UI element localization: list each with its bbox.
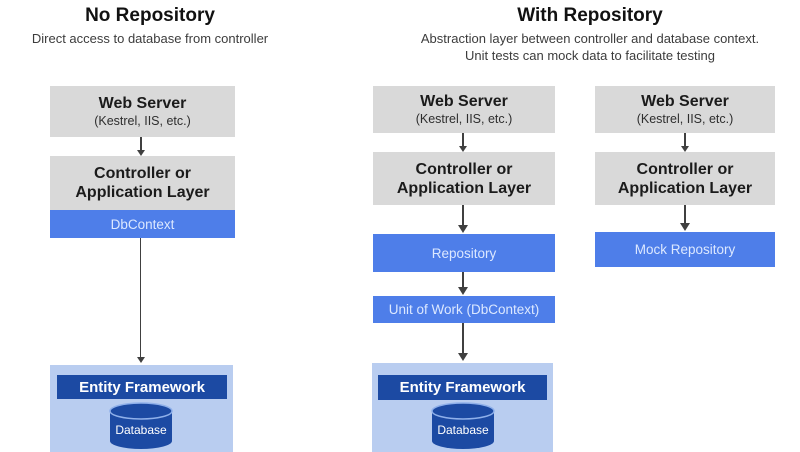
with-repository-title: With Repository (517, 5, 663, 26)
repository-box: Repository (373, 234, 555, 272)
web-server-label: Web Server (420, 93, 508, 110)
mock-repository-label: Mock Repository (634, 242, 736, 257)
down-arrow (462, 133, 464, 146)
controller-label-line2: Application Layer (396, 179, 532, 197)
controller-box: Controller or Application Layer (50, 156, 235, 210)
database-cylinder-icon (431, 402, 495, 449)
controller-box: Controller or Application Layer (373, 152, 555, 205)
unit-of-work-label: Unit of Work (DbContext) (388, 302, 540, 317)
entity-framework-label: Entity Framework (399, 379, 526, 396)
dbcontext-label: DbContext (110, 216, 175, 232)
web-server-sublabel: (Kestrel, IIS, etc.) (636, 112, 734, 126)
unit-of-work-box: Unit of Work (DbContext) (373, 296, 555, 323)
down-arrow (684, 205, 686, 224)
repository-label: Repository (431, 245, 497, 261)
controller-label-line2: Application Layer (75, 184, 210, 201)
controller-box: Controller or Application Layer (595, 152, 775, 205)
down-arrow (140, 238, 141, 357)
web-server-sublabel: (Kestrel, IIS, etc.) (94, 114, 191, 128)
entity-framework-bar: Entity Framework (57, 375, 227, 399)
down-arrow (462, 272, 464, 288)
controller-label-line1: Controller or (636, 160, 734, 178)
with-repository-subtitle-line2: Unit tests can mock data to facilitate t… (464, 48, 715, 63)
down-arrow (462, 323, 464, 354)
no-repository-subtitle: Direct access to database from controlle… (31, 31, 269, 46)
web-server-sublabel: (Kestrel, IIS, etc.) (415, 112, 513, 126)
down-arrow (140, 137, 142, 150)
database-cylinder-icon (109, 402, 173, 449)
down-arrow (462, 205, 464, 226)
controller-label-line2: Application Layer (617, 179, 753, 197)
down-arrow (684, 133, 686, 146)
database-label: Database (115, 423, 167, 437)
web-server-label: Web Server (641, 93, 729, 110)
mock-repository-box: Mock Repository (595, 232, 775, 267)
controller-label-line1: Controller or (415, 160, 513, 178)
web-server-box: Web Server (Kestrel, IIS, etc.) (595, 86, 775, 133)
dbcontext-bar: DbContext (50, 210, 235, 238)
controller-label-line1: Controller or (94, 165, 191, 182)
no-repository-title: No Repository (85, 5, 215, 26)
web-server-label: Web Server (98, 95, 187, 112)
entity-framework-label: Entity Framework (79, 378, 205, 396)
database-label: Database (437, 423, 489, 437)
web-server-box: Web Server (Kestrel, IIS, etc.) (373, 86, 555, 133)
entity-framework-bar: Entity Framework (378, 375, 547, 400)
web-server-box: Web Server (Kestrel, IIS, etc.) (50, 86, 235, 137)
with-repository-subtitle-line1: Abstraction layer between controller and… (420, 31, 760, 46)
